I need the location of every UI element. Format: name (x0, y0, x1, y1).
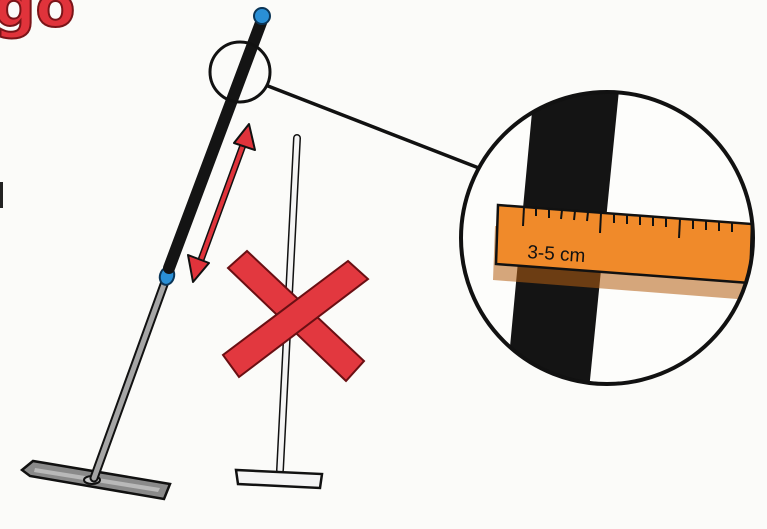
red-x-icon (223, 251, 368, 381)
edge-mark (0, 182, 3, 208)
incorrect-mop-head (236, 470, 322, 488)
zoom-connector-line (268, 86, 484, 170)
ruler-label: 3-5 cm (527, 242, 586, 267)
correct-mop (22, 8, 270, 499)
title-fragment: go (0, 0, 75, 40)
zoomed-detail: 3-5 cm (461, 80, 753, 400)
top-grip (254, 8, 270, 24)
